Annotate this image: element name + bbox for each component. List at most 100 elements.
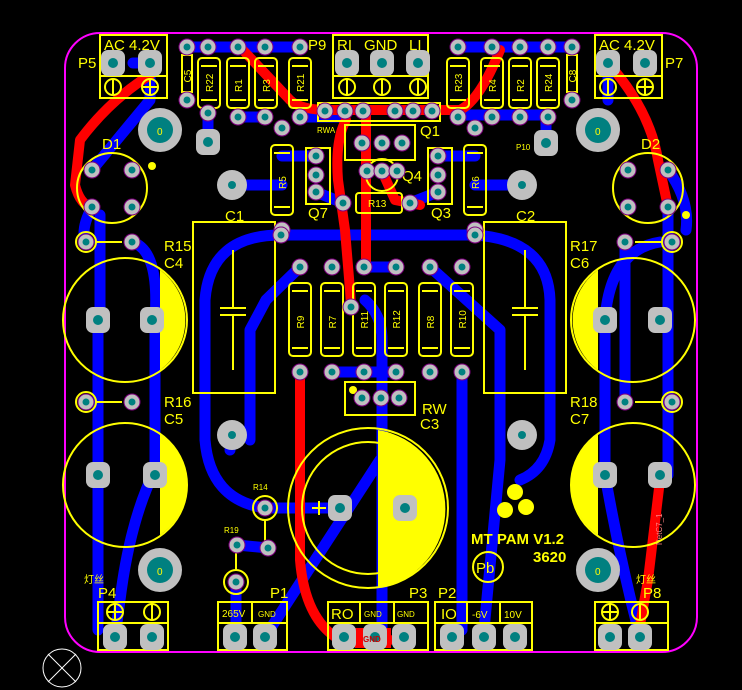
- resistor-label-r11: R11: [360, 310, 371, 328]
- resistor-label-r6: R6: [471, 176, 482, 189]
- filament-left-label: 灯丝: [84, 574, 104, 586]
- minus-terminal-icon: [338, 78, 356, 96]
- connector-p1-pin-gnd: GND: [258, 610, 276, 619]
- connector-p9-pin-gnd: GND: [364, 37, 398, 54]
- connector-p9-ref: P9: [308, 37, 326, 54]
- resistor-label-r9: R9: [296, 315, 307, 328]
- board-outline: [64, 32, 698, 653]
- c3-label: C3: [420, 416, 439, 433]
- connector-p9-pin-li: LI: [409, 37, 422, 54]
- resistor-r23: R23: [446, 57, 470, 109]
- connector-p2-ref: P2: [438, 585, 456, 602]
- hole-mark: 0: [157, 567, 163, 578]
- connector-p8-ref: P8: [643, 585, 661, 602]
- hole-mark: 0: [595, 567, 601, 578]
- minus-terminal-icon: [409, 78, 427, 96]
- plus-terminal-icon: [636, 78, 654, 96]
- filament-right-label: 灯丝: [636, 574, 656, 586]
- mounting-hole: 0: [576, 548, 620, 592]
- resistor-r5: R5: [270, 144, 294, 216]
- d2-label: D2: [641, 136, 660, 153]
- r13-label: R13: [368, 199, 387, 210]
- net-label-c7: NetC7_1: [655, 513, 664, 545]
- connector-p3-pin-gnd-2: GND: [397, 610, 415, 619]
- c4-outline: [62, 257, 188, 383]
- c2-outline: [483, 221, 567, 394]
- r18-label: R18: [570, 394, 598, 411]
- resistor-label-r2: R2: [516, 79, 527, 92]
- resistor-r11: R11: [352, 282, 376, 357]
- minus-terminal-icon: [143, 603, 161, 621]
- c3-outline: [287, 427, 449, 589]
- resistor-label-r7: R7: [328, 315, 339, 328]
- minus-terminal-icon: [373, 78, 391, 96]
- net-label-gnd: GND: [363, 635, 381, 644]
- resistor-label-c8: C8: [568, 69, 579, 82]
- q7-label: Q7: [308, 205, 328, 222]
- connector-p4-outline: [97, 601, 169, 651]
- q1-label: Q1: [420, 123, 440, 140]
- plus-terminal-icon: [141, 78, 159, 96]
- c1-outline: [192, 221, 276, 394]
- connector-p5-label: AC 4.2V: [104, 37, 160, 54]
- resistor-label-r10: R10: [458, 310, 469, 329]
- origin-marker-icon: [42, 648, 82, 688]
- board-title: MT PAM V1.2: [471, 531, 564, 548]
- resistor-r10: R10: [450, 282, 474, 357]
- resistor-r7: R7: [320, 282, 344, 357]
- d1-label: D1: [102, 136, 121, 153]
- connector-p4-ref: P4: [98, 585, 116, 602]
- q4-label: Q4: [402, 168, 422, 185]
- c5-label: C5: [164, 411, 183, 428]
- plus-terminal-icon: [106, 603, 124, 621]
- connector-p3-pin-ro: RO: [331, 606, 354, 623]
- r15-label: R15: [164, 238, 192, 255]
- resistor-label-r22: R22: [205, 73, 216, 92]
- r17-label: R17: [570, 238, 598, 255]
- resistor-label-r8: R8: [426, 315, 437, 328]
- resistor-label-r5: R5: [278, 176, 289, 189]
- connector-p5-outline: [99, 34, 168, 99]
- mounting-hole: 0: [138, 548, 182, 592]
- r19-label: R19: [224, 526, 239, 535]
- resistor-label-r21: R21: [296, 73, 307, 92]
- resistor-r9: R9: [288, 282, 312, 357]
- lead-free-icon: [472, 551, 504, 583]
- connector-p2-pin-io: IO: [441, 606, 457, 623]
- connector-p1-pin-265v: 265V: [222, 609, 246, 620]
- c5-outline: [62, 422, 188, 548]
- resistor-r8: R8: [418, 282, 442, 357]
- c7-outline: [570, 422, 696, 548]
- resistor-label-r4: R4: [488, 79, 499, 92]
- connector-p8-outline: [594, 601, 669, 651]
- connector-p3-ref: P3: [409, 585, 427, 602]
- connector-p9-pin-ri: RI: [337, 37, 352, 54]
- q3-label: Q3: [431, 205, 451, 222]
- hole-mark: 0: [157, 127, 163, 138]
- c6-label: C6: [570, 255, 589, 272]
- resistor-label-c5: C5: [183, 69, 194, 82]
- hole-mark: 0: [595, 127, 601, 138]
- c6-outline: [570, 257, 696, 383]
- resistor-r1: R1: [226, 57, 250, 109]
- resistor-label-r12: R12: [392, 310, 403, 329]
- mounting-hole: 0: [576, 108, 620, 152]
- connector-p5-ref: P5: [78, 55, 96, 72]
- rwa-label: RWA: [317, 126, 336, 135]
- minus-terminal-icon: [631, 603, 649, 621]
- connector-p2-pin-neg6v: -6V: [472, 610, 488, 621]
- resistor-r3: R3: [254, 57, 278, 109]
- r14-label: R14: [253, 483, 268, 492]
- connector-p7-outline: [594, 34, 663, 99]
- resistor-label-r1: R1: [234, 79, 245, 92]
- c4-label: C4: [164, 255, 183, 272]
- mounting-hole: 0: [138, 108, 182, 152]
- p10-label: P10: [516, 143, 531, 152]
- resistor-c8: C8: [566, 54, 579, 93]
- minus-terminal-icon: [104, 78, 122, 96]
- resistor-r6: R6: [463, 144, 487, 216]
- connector-p1-ref: P1: [270, 585, 288, 602]
- lead-free-mark: Pb: [476, 560, 494, 577]
- board-code: 3620: [533, 549, 566, 566]
